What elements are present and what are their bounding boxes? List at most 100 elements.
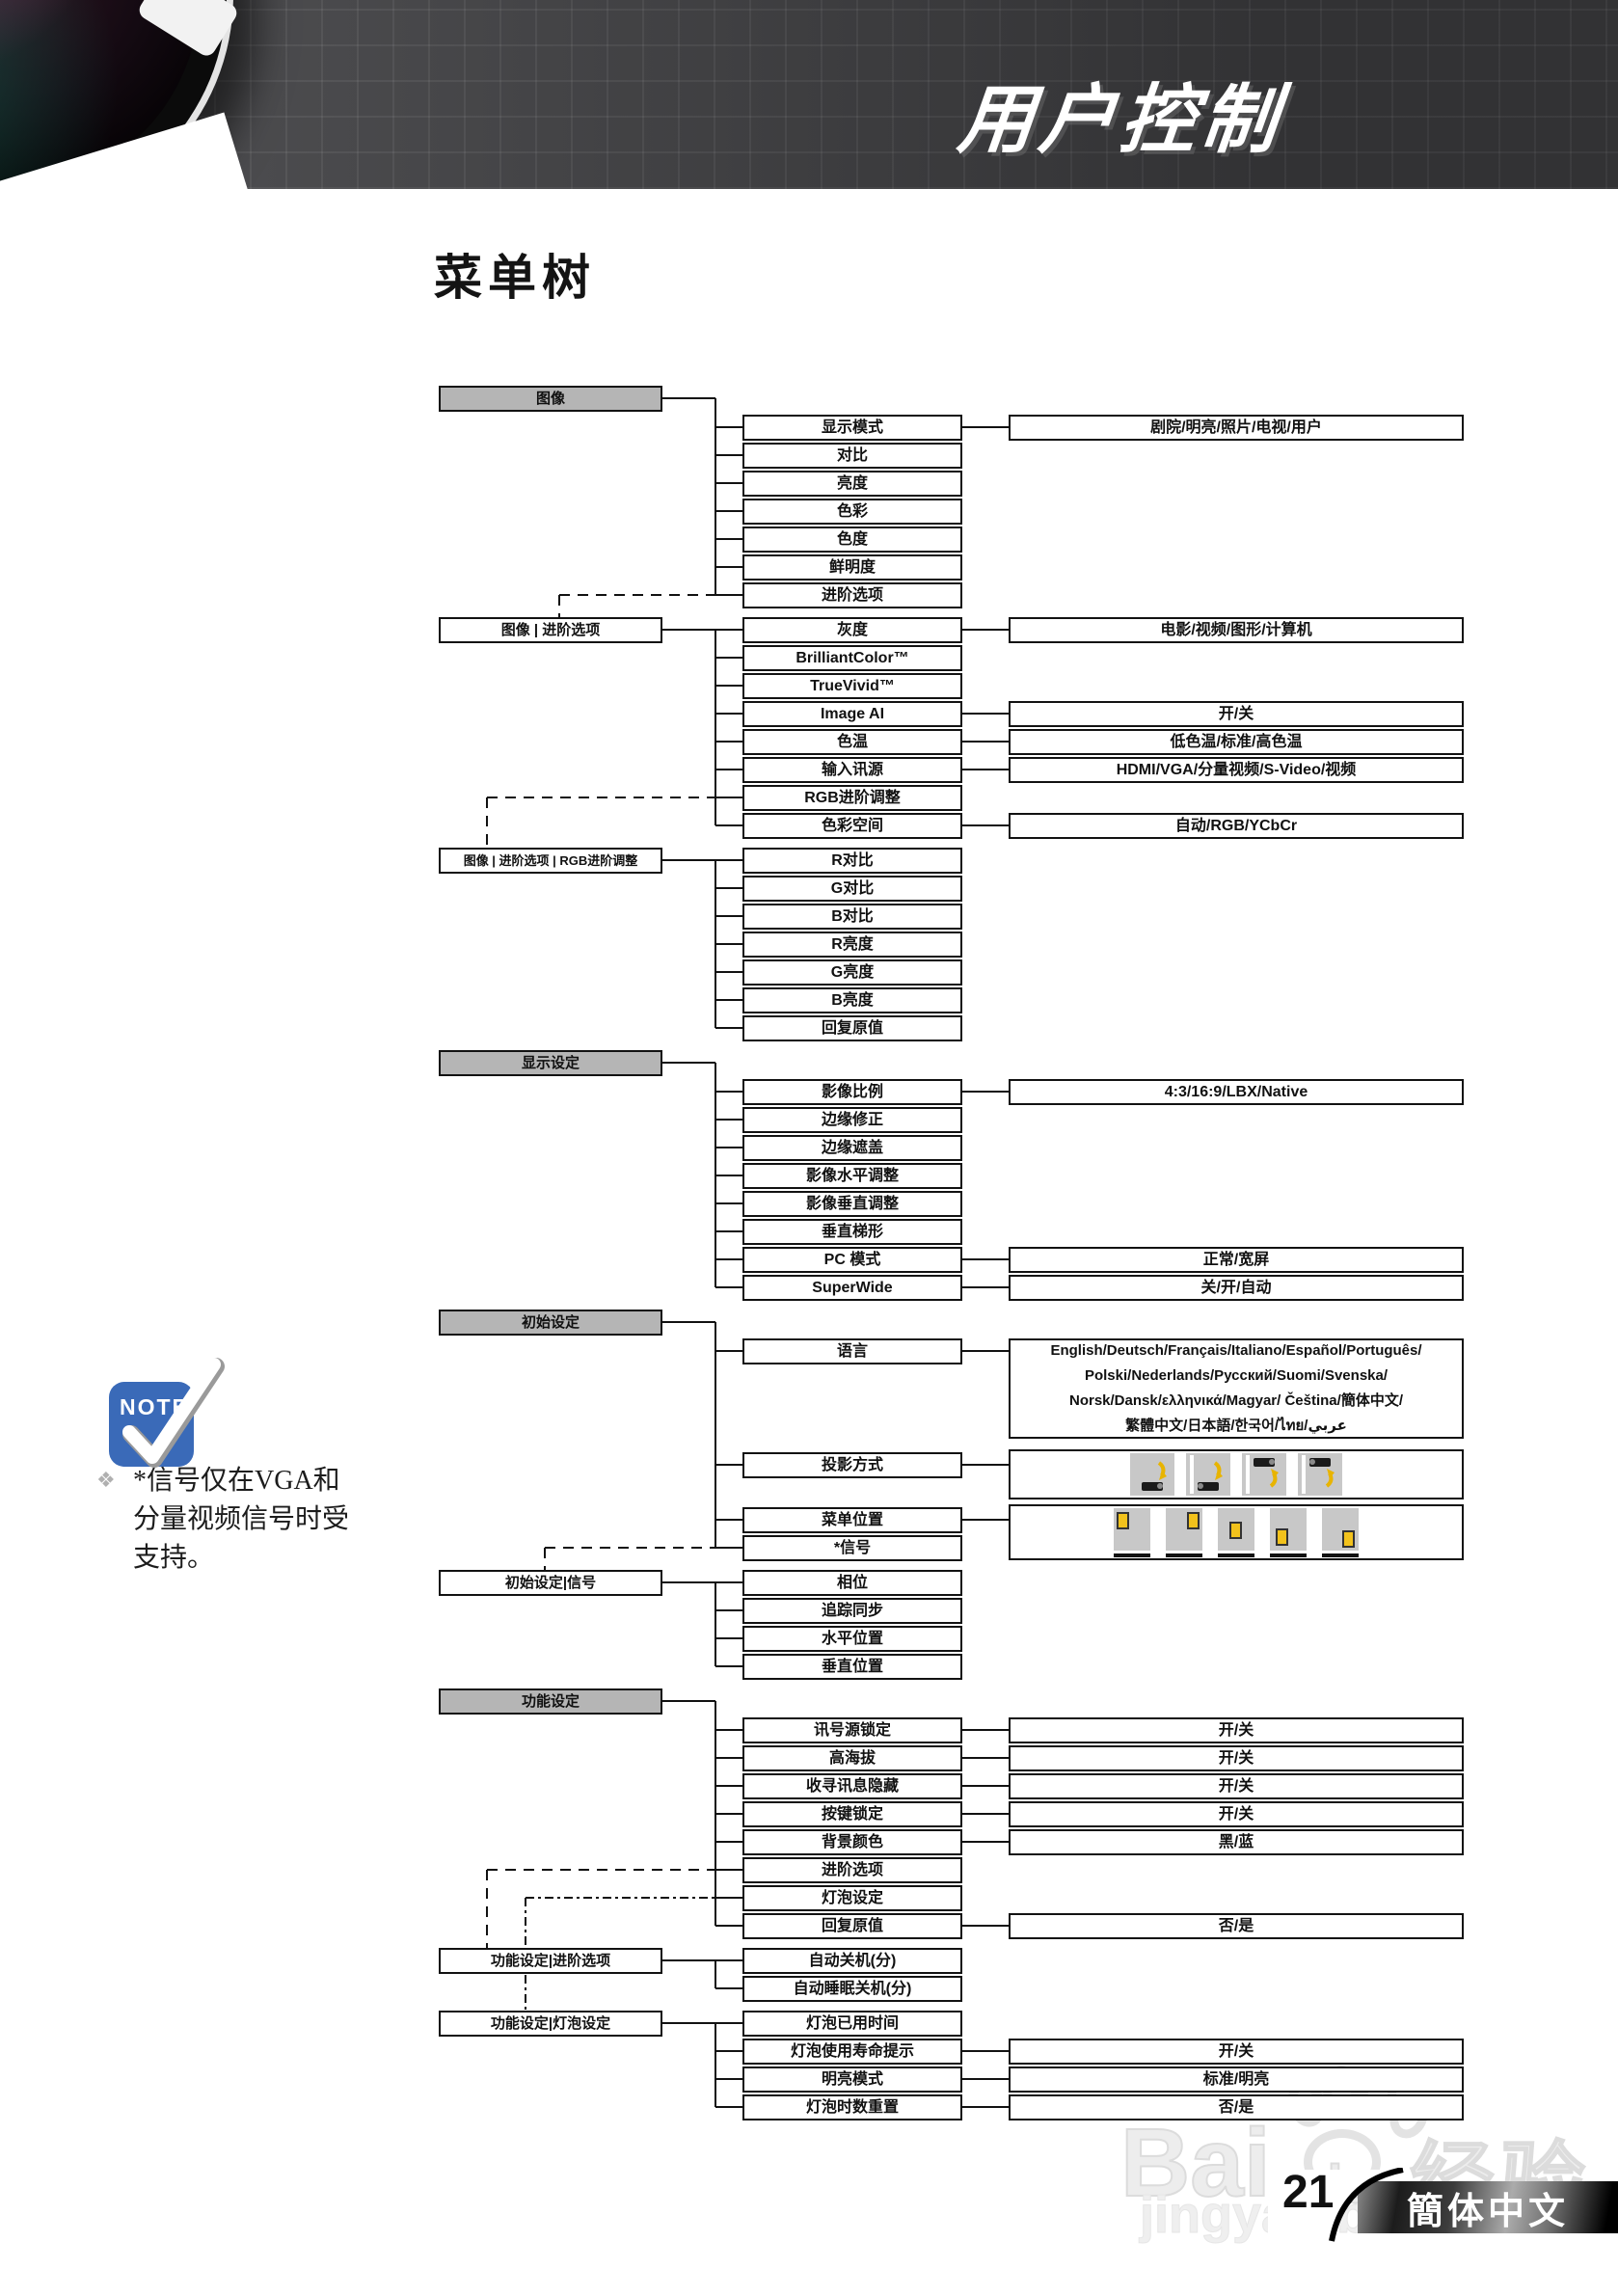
tree-connector <box>962 1728 1009 1731</box>
page-title: 菜单树 <box>434 251 596 305</box>
tree-connector <box>715 1581 716 1666</box>
menu-position-underline <box>1322 1553 1359 1557</box>
tree-connector <box>962 1840 1009 1843</box>
tree-connector <box>662 2021 742 2024</box>
tree-item-box: 色度 <box>742 527 962 553</box>
tree-section-header: 图像 <box>439 386 662 412</box>
tree-item-box: 鲜明度 <box>742 554 962 581</box>
tree-item-box: B对比 <box>742 904 962 930</box>
tree-option-box: 自动/RGB/YCbCr <box>1009 813 1464 839</box>
tree-option-box: HDMI/VGA/分量视频/S-Video/视频 <box>1009 757 1464 783</box>
tree-connector <box>962 2077 1009 2080</box>
tree-item-box: RGB进阶调整 <box>742 785 962 811</box>
tree-option-box: 黑/蓝 <box>1009 1829 1464 1855</box>
tree-connector <box>962 1285 1009 1288</box>
tree-connector <box>715 1812 742 1815</box>
tree-connector <box>962 1756 1009 1759</box>
tree-item-box: 影像垂直调整 <box>742 1191 962 1217</box>
tree-connector <box>962 1518 1009 1521</box>
tree-connector <box>715 593 742 596</box>
tree-connector <box>545 1546 715 1549</box>
tree-connector <box>662 1699 715 1702</box>
tree-connector <box>715 1321 716 1548</box>
tree-option-box: 开/关 <box>1009 1745 1464 1771</box>
tree-connector <box>662 1580 742 1583</box>
tree-option-box: 4:3/16:9/LBX/Native <box>1009 1079 1464 1105</box>
tree-connector <box>662 396 715 399</box>
tree-item-box: B亮度 <box>742 987 962 1013</box>
tree-item-box: 色彩 <box>742 499 962 525</box>
language-tab: 簡体中文 <box>1358 2181 1618 2233</box>
tree-connector <box>715 1924 742 1927</box>
tree-connector <box>962 1924 1009 1927</box>
tree-connector <box>715 628 742 631</box>
tree-item-box: 垂直位置 <box>742 1654 962 1680</box>
tree-connector <box>715 1636 742 1639</box>
projection-rear-ceiling-icon <box>1298 1453 1342 1496</box>
tree-option-box: 剧院/明亮/照片/电视/用户 <box>1009 415 1464 441</box>
tree-item-box: BrilliantColor™ <box>742 645 962 671</box>
tree-option-box: 否/是 <box>1009 2094 1464 2120</box>
tree-connector <box>715 684 742 687</box>
tree-item-box: 灯泡设定 <box>742 1885 962 1911</box>
tree-item-box: 色温 <box>742 729 962 755</box>
tree-item-box: 回复原值 <box>742 1015 962 1041</box>
tree-connector <box>662 628 742 631</box>
tree-connector <box>715 656 742 659</box>
tree-connector <box>715 1896 742 1899</box>
projector-lens-image <box>0 0 463 189</box>
tree-connector <box>486 1869 488 1948</box>
note-text: *信号仅在VGA和 分量视频信号时受 支持。 <box>133 1462 422 1578</box>
tree-section-header: 图像 | 进阶选项 | RGB进阶调整 <box>439 848 662 874</box>
menu-position-underline <box>1166 1553 1202 1557</box>
tree-option-box: 开/关 <box>1009 1717 1464 1743</box>
tree-item-box: 按键锁定 <box>742 1801 962 1827</box>
tree-connector <box>715 509 742 512</box>
tree-connector <box>559 593 715 596</box>
tree-connector <box>558 594 560 617</box>
tree-connector <box>962 740 1009 743</box>
menu-position-marker <box>1117 1512 1129 1529</box>
tree-connector <box>715 1090 742 1093</box>
tree-item-box: 追踪同步 <box>742 1598 962 1624</box>
note-checkmark-icon <box>122 1358 225 1468</box>
menu-position-marker <box>1229 1522 1242 1539</box>
tree-connector <box>715 1728 742 1731</box>
language-option-line: English/Deutsch/Français/Italiano/Españo… <box>1050 1342 1422 1359</box>
tree-connector <box>962 1812 1009 1815</box>
tree-connector <box>715 970 742 973</box>
tree-connector <box>962 425 1009 428</box>
tree-connector <box>962 628 1009 631</box>
tree-item-box: 色彩空间 <box>742 813 962 839</box>
tree-connector <box>715 1868 742 1871</box>
tree-connector <box>715 453 742 456</box>
tree-item-box: G对比 <box>742 876 962 902</box>
tree-connector <box>715 1146 742 1148</box>
tree-connector <box>715 1756 742 1759</box>
tree-connector <box>715 397 716 595</box>
tree-connector <box>715 1986 742 1989</box>
tree-option-box: 开/关 <box>1009 2039 1464 2065</box>
tree-connector <box>715 2021 742 2024</box>
tree-connector <box>962 768 1009 770</box>
tree-connector <box>487 1868 715 1871</box>
tree-item-box: 背景颜色 <box>742 1829 962 1855</box>
note-line: *信号仅在VGA和 <box>133 1466 340 1496</box>
tree-connector <box>715 2105 742 2108</box>
tree-option-box <box>1009 1449 1464 1499</box>
tree-section-header: 功能设定|进阶选项 <box>439 1948 662 1974</box>
tree-option-box: 开/关 <box>1009 1773 1464 1799</box>
tree-section-header: 功能设定 <box>439 1688 662 1715</box>
watermark-baidu-bai: Bai <box>1119 2108 1272 2218</box>
note-line: 支持。 <box>133 1543 215 1573</box>
tree-item-box: 相位 <box>742 1570 962 1596</box>
tree-item-box: *信号 <box>742 1535 962 1561</box>
tree-connector <box>962 2105 1009 2108</box>
tree-option-box: 开/关 <box>1009 701 1464 727</box>
tree-option-box: 电影/视频/图形/计算机 <box>1009 617 1464 643</box>
tree-item-box: 灯泡已用时间 <box>742 2011 962 2037</box>
tree-item-box: 影像比例 <box>742 1079 962 1105</box>
tree-connector <box>962 1090 1009 1093</box>
projection-front-desktop-icon <box>1130 1453 1174 1496</box>
